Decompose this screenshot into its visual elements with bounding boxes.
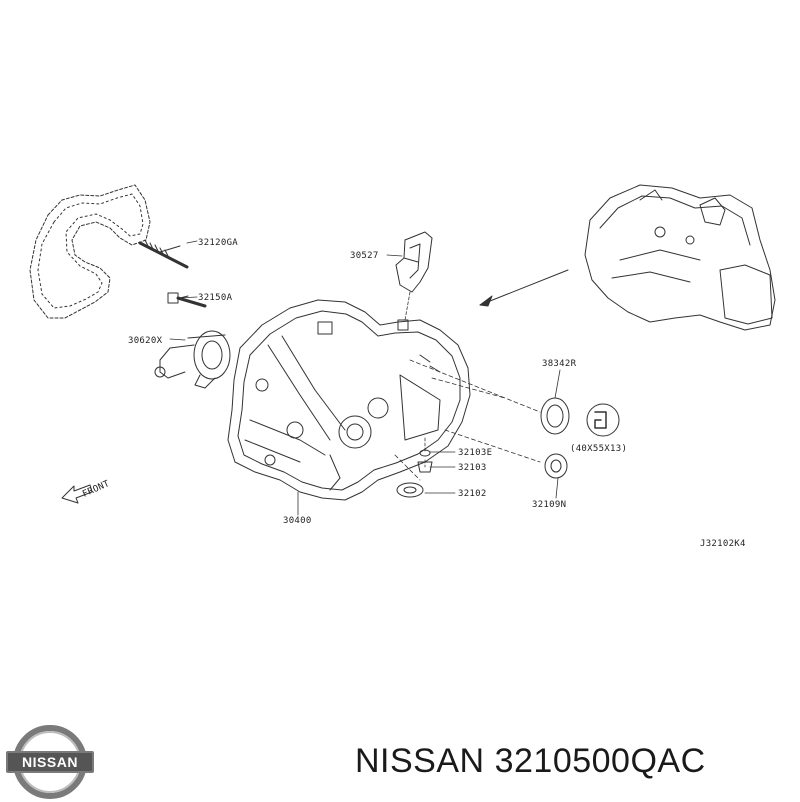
label-32103: 32103 <box>458 463 487 473</box>
logo-text: NISSAN <box>22 754 78 770</box>
slave-cylinder-drawing <box>154 330 231 389</box>
seal-detail-icon <box>586 403 620 437</box>
bracket-drawing <box>395 231 433 293</box>
label-32103e: 32103E <box>458 448 492 458</box>
label-seal-size: (40X55X13) <box>570 444 627 454</box>
label-38342r: 38342R <box>542 359 577 369</box>
front-label: FRONT <box>81 479 111 500</box>
gasket-drawing <box>29 184 151 319</box>
caption-brand: NISSAN <box>355 742 485 780</box>
label-32102: 32102 <box>458 489 487 499</box>
label-32120ga: 32120GA <box>198 238 238 248</box>
seal-drawing <box>540 397 570 435</box>
label-30527: 30527 <box>350 251 379 261</box>
transmission-case-drawing <box>227 299 471 501</box>
direction-arrow <box>479 269 569 307</box>
label-32109n: 32109N <box>532 500 566 510</box>
label-30400: 30400 <box>283 516 312 526</box>
caption-part-number: 3210500QAC <box>494 742 706 780</box>
front-arrow-icon <box>61 484 93 504</box>
label-32150a: 32150A <box>198 293 233 303</box>
drain-plug-drawing <box>396 449 433 498</box>
transmission-assembly-drawing <box>584 184 776 331</box>
nissan-logo: NISSAN <box>6 725 94 799</box>
label-30620x: 30620X <box>128 336 163 346</box>
diagram-code: J32102K4 <box>700 539 746 549</box>
leader-lines <box>169 240 561 516</box>
stud-bolt-drawing <box>138 239 189 269</box>
plug-drawing <box>544 453 568 479</box>
